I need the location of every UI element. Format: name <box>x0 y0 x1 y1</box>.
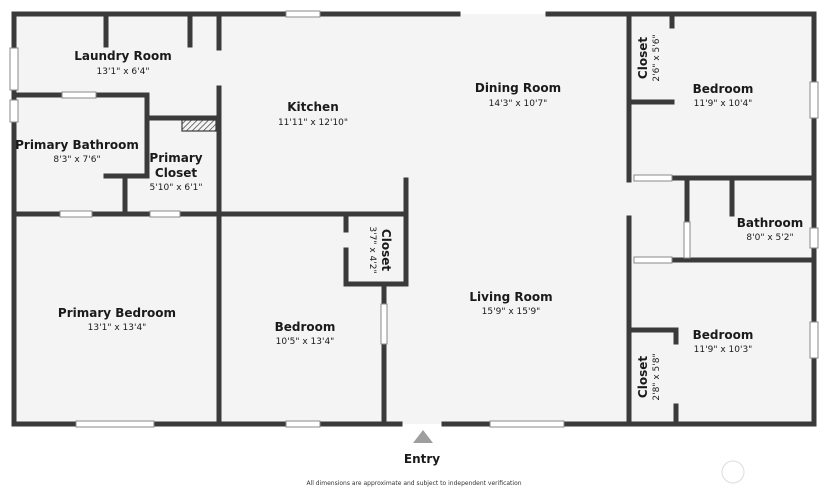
laundry-room-dims: 13'1" x 6'4" <box>97 67 150 77</box>
compass-icon <box>721 460 745 484</box>
living-room-name: Living Room <box>469 290 552 304</box>
floor-area <box>14 14 814 424</box>
bedroom-top-dims: 11'9" x 10'4" <box>694 99 753 109</box>
closet-mid-name: Closet <box>379 229 393 271</box>
closet-mid-dims: 3'7" x 4'2" <box>367 226 377 273</box>
closet-bottom-name: Closet <box>636 356 650 398</box>
closet-top-name: Closet <box>636 37 650 79</box>
windows <box>9 10 819 428</box>
laundry-room-name: Laundry Room <box>74 49 172 63</box>
bedroom-bottom-name: Bedroom <box>693 328 754 342</box>
bedroom-top-name: Bedroom <box>693 82 754 96</box>
bedroom-mid-dims: 10'5" x 13'4" <box>276 337 335 347</box>
bedroom-bottom-dims: 11'9" x 10'3" <box>694 345 753 355</box>
primary-closet-name-line2: Closet <box>155 166 197 180</box>
primary-bedroom-dims: 13'1" x 13'4" <box>88 323 147 333</box>
footnote: All dimensions are approximate and subje… <box>306 480 521 487</box>
living-room-dims: 15'9" x 15'9" <box>482 307 541 317</box>
kitchen-dims: 11'11" x 12'10" <box>278 118 348 128</box>
bathroom-name: Bathroom <box>737 216 803 230</box>
vent-grille <box>181 119 217 132</box>
bathroom-dims: 8'0" x 5'2" <box>746 233 793 243</box>
closet-top-dims: 2'6" x 5'6" <box>652 34 662 81</box>
dining-room-name: Dining Room <box>475 81 561 95</box>
primary-closet-dims: 5'10" x 6'1" <box>150 183 203 193</box>
primary-bathroom-name: Primary Bathroom <box>15 138 139 152</box>
dining-room-dims: 14'3" x 10'7" <box>489 99 548 109</box>
entry-arrow-icon <box>413 430 433 443</box>
closet-bottom-dims: 2'8" x 5'8" <box>652 353 662 400</box>
primary-closet-name-line1: Primary <box>149 151 202 165</box>
entry-label: Entry <box>404 452 440 466</box>
kitchen-name: Kitchen <box>287 100 339 114</box>
primary-bedroom-name: Primary Bedroom <box>58 306 176 320</box>
primary-bathroom-dims: 8'3" x 7'6" <box>53 155 100 165</box>
bedroom-mid-name: Bedroom <box>275 320 336 334</box>
